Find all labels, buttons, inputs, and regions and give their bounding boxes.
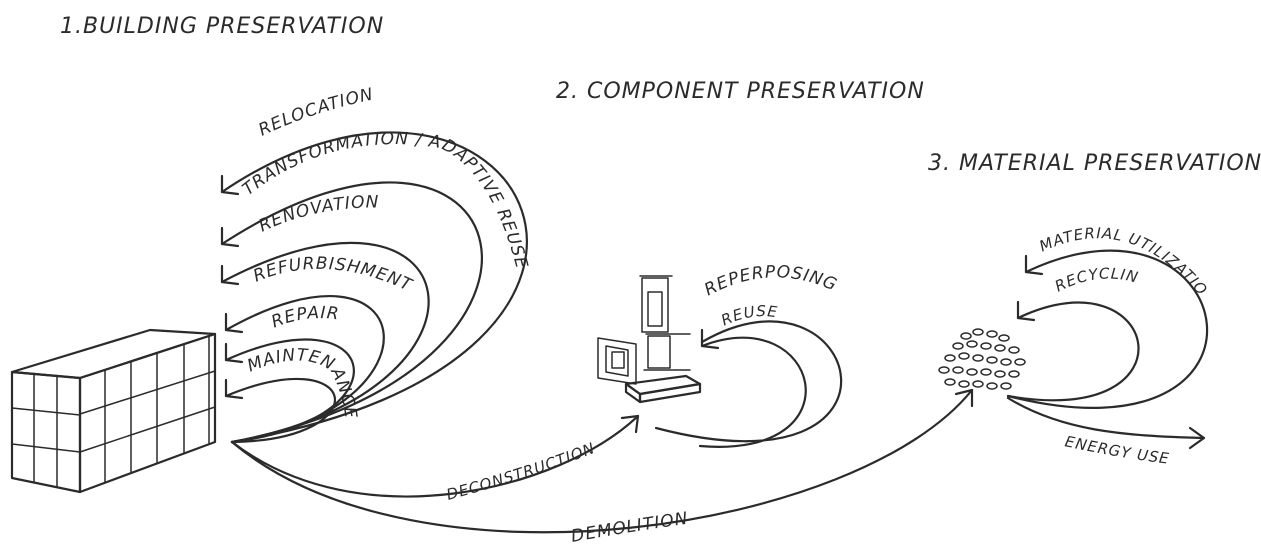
deconstruction-arrowhead [620, 414, 640, 434]
renovation-arrowhead [220, 264, 240, 286]
material-pile [938, 328, 1026, 390]
demolition-arrowhead [954, 388, 974, 408]
transformation-arrowhead [220, 226, 240, 248]
label-recycling: RECYCLING [0, 0, 1141, 295]
label-reuse: REUSE [718, 302, 778, 329]
energy-use-arrowhead [1188, 426, 1206, 450]
loop-reuse [698, 336, 807, 448]
label-repair: REPAIR [269, 303, 341, 332]
loop-maintenance [224, 377, 336, 444]
door-component [643, 333, 691, 371]
maintenance-arrowhead [224, 378, 244, 400]
flow-energy-use [1006, 396, 1206, 440]
heading-building-preservation: 1.BUILDING PRESERVATION [60, 14, 384, 39]
material-utilization-arrowhead [1024, 254, 1044, 276]
label-repurposing: REPERPOSING [701, 262, 840, 300]
heading-material-preservation: 3. MATERIAL PRESERVATION [928, 151, 1261, 176]
recycling-arrowhead [1016, 300, 1036, 322]
component-sketches [597, 275, 702, 404]
loop-repair [224, 338, 355, 444]
component-loop-arrowhead [700, 328, 720, 350]
flows: DECONSTRUCTION DEMOLITION ENERGY USE [230, 388, 1206, 547]
label-demolition: DEMOLITION [570, 509, 690, 547]
relocation-arrowhead [220, 174, 240, 196]
component-loops: REPERPOSING REUSE [654, 262, 843, 448]
slab-component [624, 374, 702, 404]
building-sketch [10, 328, 217, 494]
loop-material-utilization [1006, 249, 1209, 409]
repair-arrowhead [224, 342, 244, 364]
label-transformation: TRANSFORMATION / ADAPTIVE REUSE [239, 129, 532, 271]
flow-deconstruction [230, 414, 640, 498]
label-refurbishment: REFURBISHMENT [251, 254, 416, 296]
building-loops: RELOCATION TRANSFORMATION / ADAPTIVE REU… [220, 84, 532, 444]
window-component [639, 275, 673, 333]
flow-demolition [230, 388, 974, 534]
wall-panel-component [597, 337, 637, 385]
label-deconstruction: DECONSTRUCTION [444, 439, 597, 504]
refurbishment-arrowhead [224, 312, 244, 334]
loop-repurposing [654, 320, 843, 443]
loop-transformation [220, 181, 483, 444]
heading-component-preservation: 2. COMPONENT PRESERVATION [556, 79, 925, 104]
loop-renovation [220, 241, 430, 444]
label-renovation: RENOVATION [256, 192, 380, 236]
label-material-utilization: MATERIAL UTILIZATION [0, 0, 1210, 299]
loop-recycling [1006, 301, 1140, 402]
label-energy-use: ENERGY USE [1063, 432, 1170, 468]
loop-relocation [220, 131, 528, 444]
